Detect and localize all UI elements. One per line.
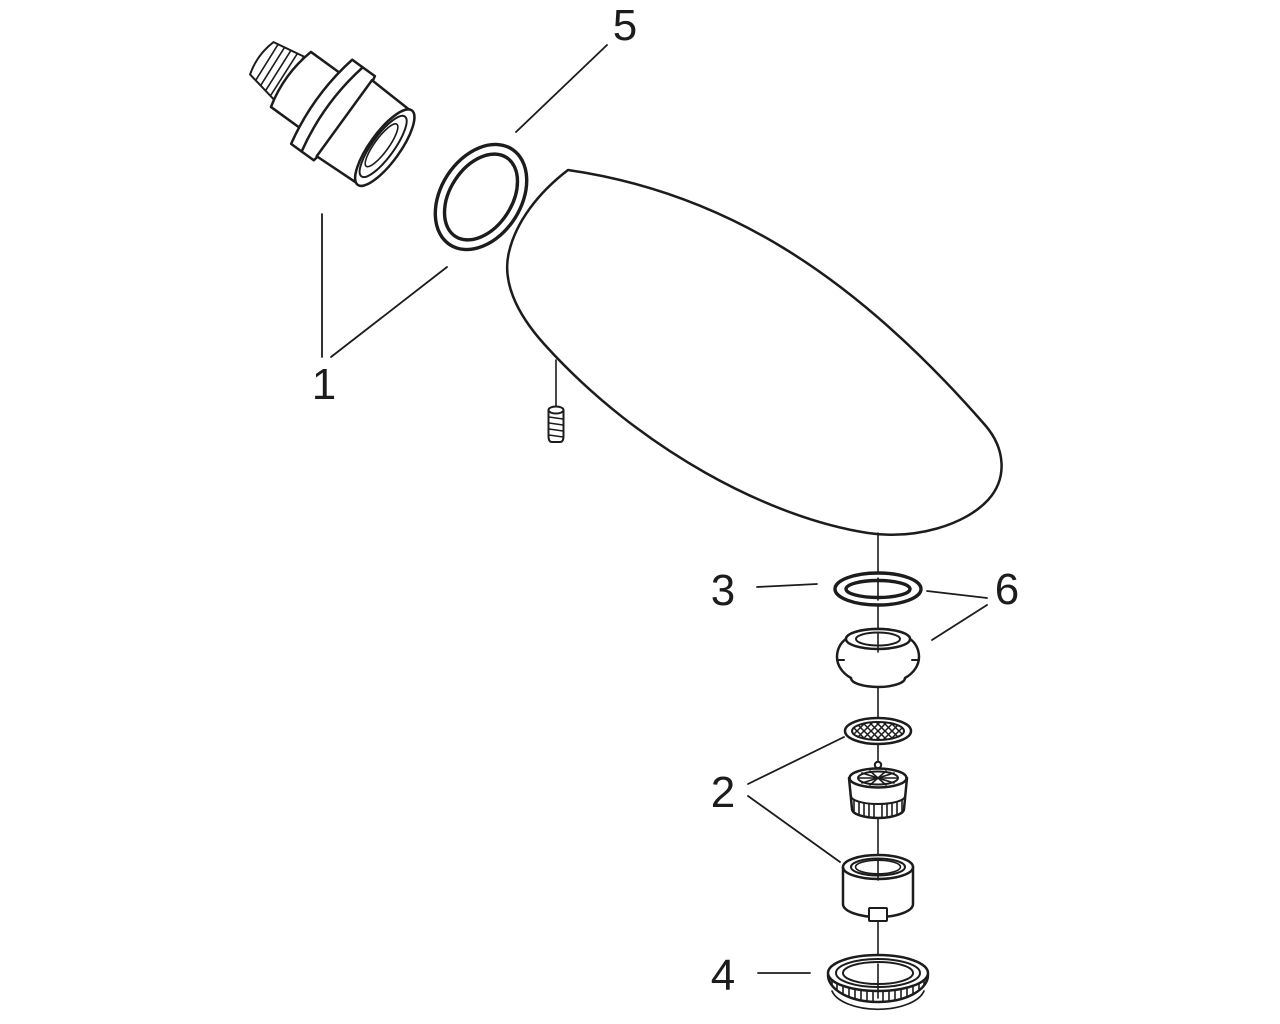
leader-line-5 bbox=[515, 44, 608, 133]
spout-body bbox=[505, 168, 1003, 536]
knurl-lines bbox=[831, 979, 925, 1003]
mesh-screen bbox=[843, 716, 913, 746]
insert-top-star bbox=[858, 770, 898, 786]
connector-thread-section bbox=[249, 41, 310, 104]
o-ring-small bbox=[833, 571, 923, 607]
insert-pin bbox=[873, 760, 883, 770]
aerator-housing bbox=[841, 853, 915, 922]
leader-line-3 bbox=[756, 583, 818, 588]
leader-line-2b bbox=[747, 795, 841, 863]
leader-lines bbox=[321, 44, 988, 974]
callout-label-4: 4 bbox=[711, 951, 735, 1000]
threaded-base-ring bbox=[826, 953, 930, 1011]
connector-opening-bore bbox=[358, 114, 408, 179]
o-ring-large bbox=[433, 142, 529, 252]
insert-rib-lines bbox=[853, 799, 903, 818]
aerator-insert bbox=[847, 760, 909, 820]
callout-label-3: 3 bbox=[711, 566, 735, 615]
mesh-grid bbox=[851, 721, 905, 741]
leader-line-2a bbox=[747, 736, 845, 785]
cap-nut bbox=[835, 627, 921, 689]
leader-line-6a bbox=[926, 590, 988, 599]
callout-label-5: 5 bbox=[613, 1, 637, 50]
callout-label-1: 1 bbox=[312, 360, 336, 409]
connector-body bbox=[269, 50, 343, 131]
callout-label-2: 2 bbox=[711, 768, 735, 817]
housing-notch bbox=[868, 907, 888, 922]
connector-fitting bbox=[249, 41, 416, 188]
leader-line-1b bbox=[330, 266, 448, 358]
callout-label-6: 6 bbox=[995, 565, 1019, 614]
set-screw bbox=[547, 359, 565, 443]
screw-thread-lines bbox=[548, 416, 564, 438]
leader-line-6b bbox=[931, 604, 988, 641]
